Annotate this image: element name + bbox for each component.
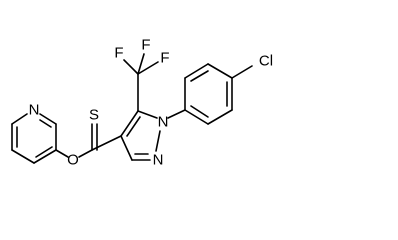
bond — [137, 53, 145, 75]
bond — [155, 130, 161, 152]
double-bond-inner — [126, 116, 141, 137]
bond-pyridine-o — [55, 149, 69, 158]
bond-o-c — [78, 149, 93, 158]
atom-label-n-pyridine: N — [29, 102, 40, 119]
chlorophenyl-ring — [184, 63, 233, 125]
atom-label-s-thione: S — [89, 107, 99, 124]
bond — [11, 113, 28, 125]
double-bond-inner — [190, 70, 209, 82]
bond — [184, 109, 209, 125]
bond — [120, 110, 139, 137]
bond — [207, 63, 233, 79]
trifluoromethyl-group — [123, 53, 159, 112]
double-bond-inner — [35, 146, 53, 158]
double-bond-inner — [190, 105, 209, 118]
atom-label-o-ester: O — [67, 152, 79, 169]
atom-label-n1-pyrazole: N — [158, 114, 169, 131]
atom-label-f2: F — [141, 37, 150, 54]
double-bond-inner — [39, 119, 52, 128]
atom-label-n2-pyrazole: N — [153, 152, 164, 169]
pyrazole-ring — [120, 110, 161, 161]
atom-label-chlorine: Cl — [259, 53, 273, 70]
atom-label-f3: F — [160, 50, 169, 67]
bond — [39, 113, 57, 125]
pyridine-ring — [11, 113, 57, 164]
bond — [207, 109, 233, 125]
bond-c-pyrazole — [91, 135, 122, 151]
bond — [184, 63, 209, 79]
molecule-structure-diagram: N O S F F F N N Cl — [11, 37, 273, 169]
bond-phenyl-cl — [231, 65, 253, 79]
bond — [120, 135, 133, 161]
bond — [123, 59, 139, 75]
bond — [137, 61, 159, 75]
bond-n-phenyl — [167, 109, 186, 119]
atom-label-f1: F — [114, 45, 123, 62]
bond — [33, 149, 57, 164]
bond — [11, 149, 35, 164]
bond — [137, 110, 158, 119]
